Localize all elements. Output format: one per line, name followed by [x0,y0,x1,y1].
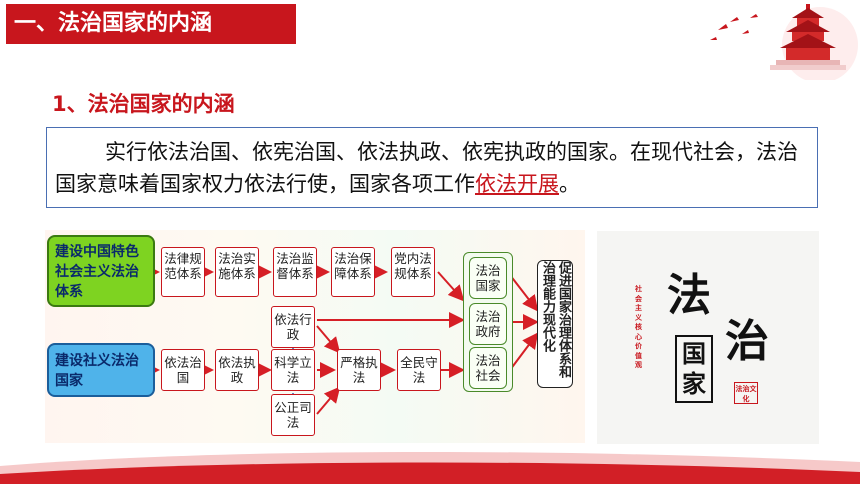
definition-link[interactable]: 依法开展 [475,172,559,196]
char-guojia: 国家 [675,335,713,403]
node-party-regulations: 党内法规体系 [391,247,435,297]
node-legislation: 科学立法 [271,349,315,391]
core-values-seal: 社会主义核心价值观 [635,285,642,369]
node-supervision: 法治监督体系 [273,247,317,297]
node-law-abiding: 全民守法 [397,349,441,391]
fazhi-guojia-image: 社会主义核心价值观 法 治 国家 法治文化 [597,231,819,444]
temple-decoration-icon [710,4,858,80]
node-rule-of-law-government: 法治政府 [469,303,507,345]
node-law-enforcement: 严格执法 [337,349,381,391]
node-rule-of-law-society: 法治社会 [469,347,507,389]
node-rule-of-law-country: 法治国家 [469,257,507,299]
label-rule-of-law-country: 建设社义法治国家 [47,343,155,397]
label-rule-of-law-system: 建设中国特色社会主义法治体系 [47,235,155,307]
node-rule-by-law: 依法执政 [215,349,259,391]
culture-stamp: 法治文化 [734,382,758,404]
definition-text: 实行依法治国、依宪治国、依法执政、依宪执政的国家。在现代社会，法治国家意味着国家… [55,140,798,196]
definition-end: 。 [559,172,580,196]
node-justice: 公正司法 [271,394,315,436]
subtitle: 1、法治国家的内涵 [52,92,235,116]
section-title: 一、法治国家的内涵 [6,4,296,44]
node-govern-by-law: 依法治国 [161,349,205,391]
node-guarantee: 法治保障体系 [331,247,375,297]
node-legal-norms: 法律规范体系 [161,247,205,297]
definition-box: 实行依法治国、依宪治国、依法执政、依宪执政的国家。在现代社会，法治国家意味着国家… [46,127,818,208]
node-administration: 依法行政 [271,306,315,348]
bottom-wave-decoration [0,451,860,484]
char-fa: 法 [667,270,711,321]
node-implementation: 法治实施体系 [215,247,259,297]
char-zhi: 治 [725,316,769,367]
rule-of-law-diagram: 建设中国特色社会主义法治体系 建设社义法治国家 法律规范体系 法治实施体系 法治… [45,230,585,443]
goal-box: 促进国家治理体系和治理能力现代化 [537,260,573,388]
